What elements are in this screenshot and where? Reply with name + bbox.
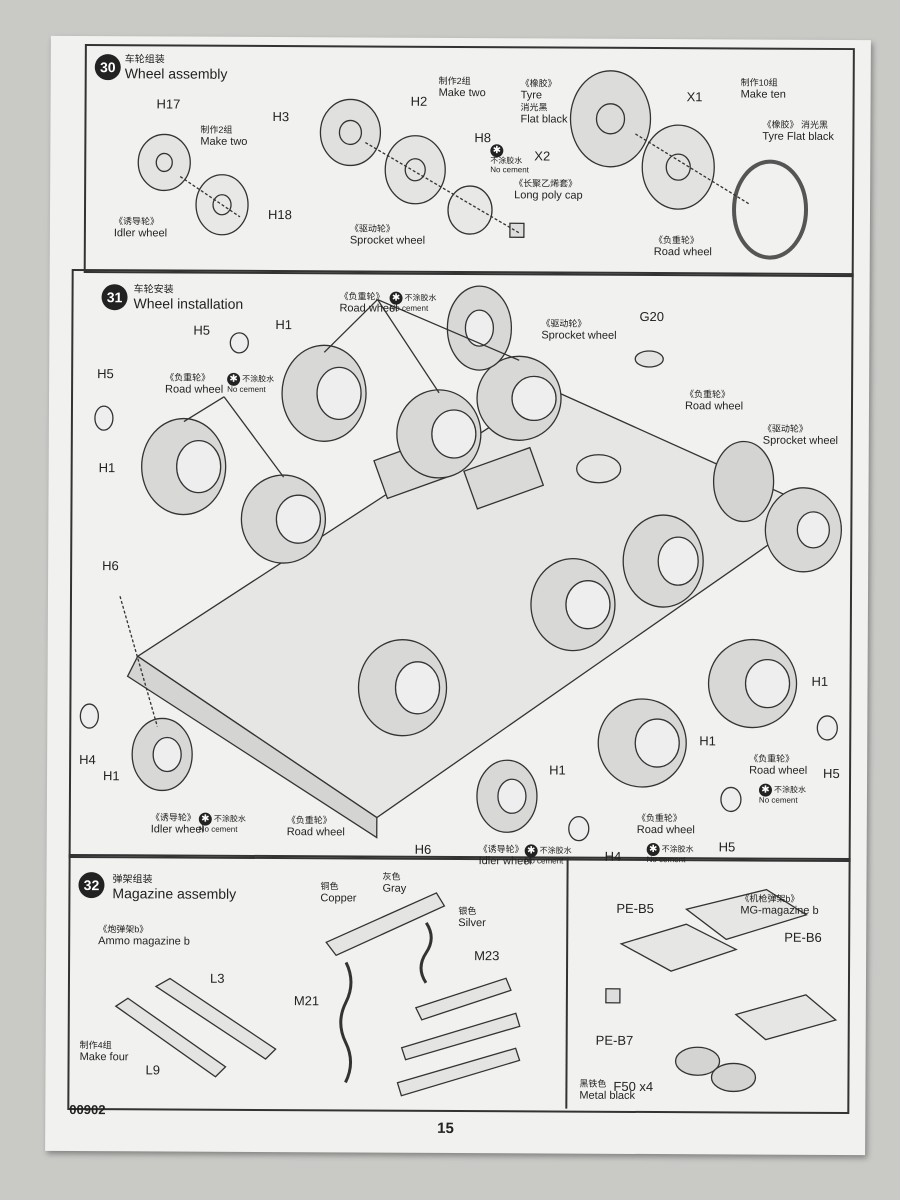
page-number: 15 xyxy=(437,1119,454,1137)
part-f50: F50 x4 xyxy=(613,1078,654,1095)
road-wheel-bottom-label: 《负重轮》Road wheel xyxy=(286,815,345,839)
part-l3: L3 xyxy=(209,970,225,986)
part-h1-c: H1 xyxy=(103,768,120,784)
sprocket-wheel-label: 《驱动轮》Sprocket wheel xyxy=(349,223,426,247)
part-h1-f: H1 xyxy=(811,673,829,689)
part-pe-b6: PE-B6 xyxy=(784,929,822,945)
part-h1-a: H1 xyxy=(275,317,293,333)
part-l9: L9 xyxy=(145,1062,161,1078)
part-h1-e: H1 xyxy=(699,733,716,749)
road-wheel-label-31: 《负重轮》Road wheel xyxy=(165,372,224,396)
part-h5-a: H5 xyxy=(193,322,211,338)
part-h3: H3 xyxy=(272,109,290,125)
road-wheel-label-30: 《负重轮》Road wheel xyxy=(653,235,712,259)
ammo-magazine-label: 《炮弹架b》Ammo magazine b xyxy=(98,924,190,948)
part-m23: M23 xyxy=(474,948,500,964)
part-h5-d: H5 xyxy=(823,765,840,782)
road-wheel-bottom-right-label: 《负重轮》Road wheel xyxy=(636,812,695,837)
mg-magazine-label: 《机枪弹架b》MG-magazine b xyxy=(740,893,819,917)
sprocket-top-label: 《驱动轮》Sprocket wheel xyxy=(541,318,617,342)
idler-bottom-left-label: 《诱导轮》Idler wheel xyxy=(150,812,205,836)
part-h6-b: H6 xyxy=(414,841,432,857)
part-g20: G20 xyxy=(639,308,665,325)
step31-number: 31 xyxy=(101,284,128,311)
road-wheel-right-label: 《负重轮》Road wheel xyxy=(684,389,744,413)
part-h8: H8 xyxy=(474,130,492,146)
long-poly-cap-label: 《长聚乙烯套》Long poly cap xyxy=(514,178,583,202)
product-code: 00902 xyxy=(69,1101,106,1118)
diagram-drawing xyxy=(79,70,842,1097)
part-pe-b5: PE-B5 xyxy=(616,900,654,917)
part-h1-b: H1 xyxy=(98,460,116,476)
part-h4-b: H4 xyxy=(604,848,622,864)
part-h5-c: H5 xyxy=(718,839,736,855)
road-wheel-far-right-label: 《负重轮》Road wheel xyxy=(749,753,808,777)
part-x2: X2 xyxy=(534,148,551,164)
step32-number: 32 xyxy=(78,872,105,899)
part-m21: M21 xyxy=(293,993,320,1009)
part-h18: H18 xyxy=(267,207,292,223)
sprocket-right-label: 《驱动轮》Sprocket wheel xyxy=(762,423,839,447)
part-h5-b: H5 xyxy=(97,366,114,382)
part-pe-b7: PE-B7 xyxy=(595,1032,634,1048)
part-h17: H17 xyxy=(156,96,181,112)
part-x1: X1 xyxy=(686,89,703,105)
step30-number: 30 xyxy=(94,54,121,81)
part-h2: H2 xyxy=(410,93,428,109)
part-h6-a: H6 xyxy=(102,558,119,574)
idler-wheel-label: 《诱导轮》Idler wheel xyxy=(113,216,168,240)
part-h1-d: H1 xyxy=(549,762,566,778)
part-h4-a: H4 xyxy=(79,752,96,768)
